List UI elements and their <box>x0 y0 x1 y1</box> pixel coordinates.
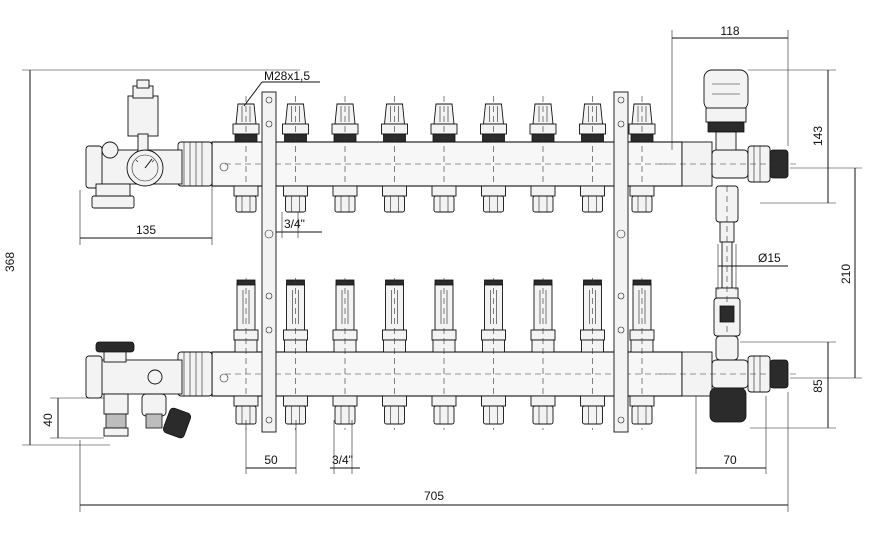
supply-outlet <box>579 96 606 214</box>
supply-outlet <box>331 96 359 214</box>
dim-left-offset: 135 <box>136 223 156 237</box>
left-top-assembly <box>85 79 213 209</box>
return-outlet <box>431 278 457 430</box>
return-outlet <box>382 278 407 430</box>
right-bottom-assembly <box>660 335 800 423</box>
dim-outlet-spacing: 50 <box>264 453 278 467</box>
left-bottom-assembly <box>85 341 213 439</box>
dim-overall-width: 705 <box>424 489 444 503</box>
dimension-lines <box>22 30 862 512</box>
dim-right-top-height: 143 <box>811 126 825 146</box>
supply-outlet <box>232 96 260 214</box>
return-outlet <box>283 278 308 430</box>
dim-port-thread-bottom: 3/4" <box>332 453 353 467</box>
supply-outlet <box>381 96 408 214</box>
return-outlet <box>580 278 605 430</box>
actuator-icon <box>703 69 749 111</box>
supply-outlet <box>430 96 458 214</box>
dim-right-bottom-height: 85 <box>811 379 825 393</box>
supply-outlet <box>480 96 507 214</box>
dim-flowmeter-diameter: Ø15 <box>758 251 781 265</box>
dim-left-bottom-height: 40 <box>41 413 55 427</box>
dim-bar-distance: 210 <box>839 264 853 284</box>
dim-thread: M28x1,5 <box>264 69 310 83</box>
supply-manifold-bar <box>211 141 683 187</box>
return-outlet <box>481 278 506 430</box>
right-top-assembly <box>660 69 800 187</box>
valve-cap-icon <box>709 387 747 423</box>
dim-right-bottom-width: 70 <box>723 453 737 467</box>
return-manifold-bar <box>211 351 683 397</box>
return-outlet <box>332 278 358 430</box>
mounting-bracket-right <box>613 91 629 433</box>
valve-knob-icon <box>101 141 119 159</box>
dim-port-thread-top: 3/4" <box>284 217 305 231</box>
dim-overall-height: 368 <box>3 252 17 272</box>
supply-outlet <box>282 96 309 214</box>
drain-cap-icon <box>162 407 192 439</box>
supply-outlet <box>529 96 557 214</box>
return-outlet <box>629 278 655 430</box>
valve-handle-icon <box>95 341 135 353</box>
supply-outlet <box>628 96 656 214</box>
mounting-bracket-left <box>261 91 277 433</box>
dim-right-top-width: 118 <box>720 24 739 38</box>
return-outlet <box>530 278 556 430</box>
supply-outlets <box>232 96 656 214</box>
